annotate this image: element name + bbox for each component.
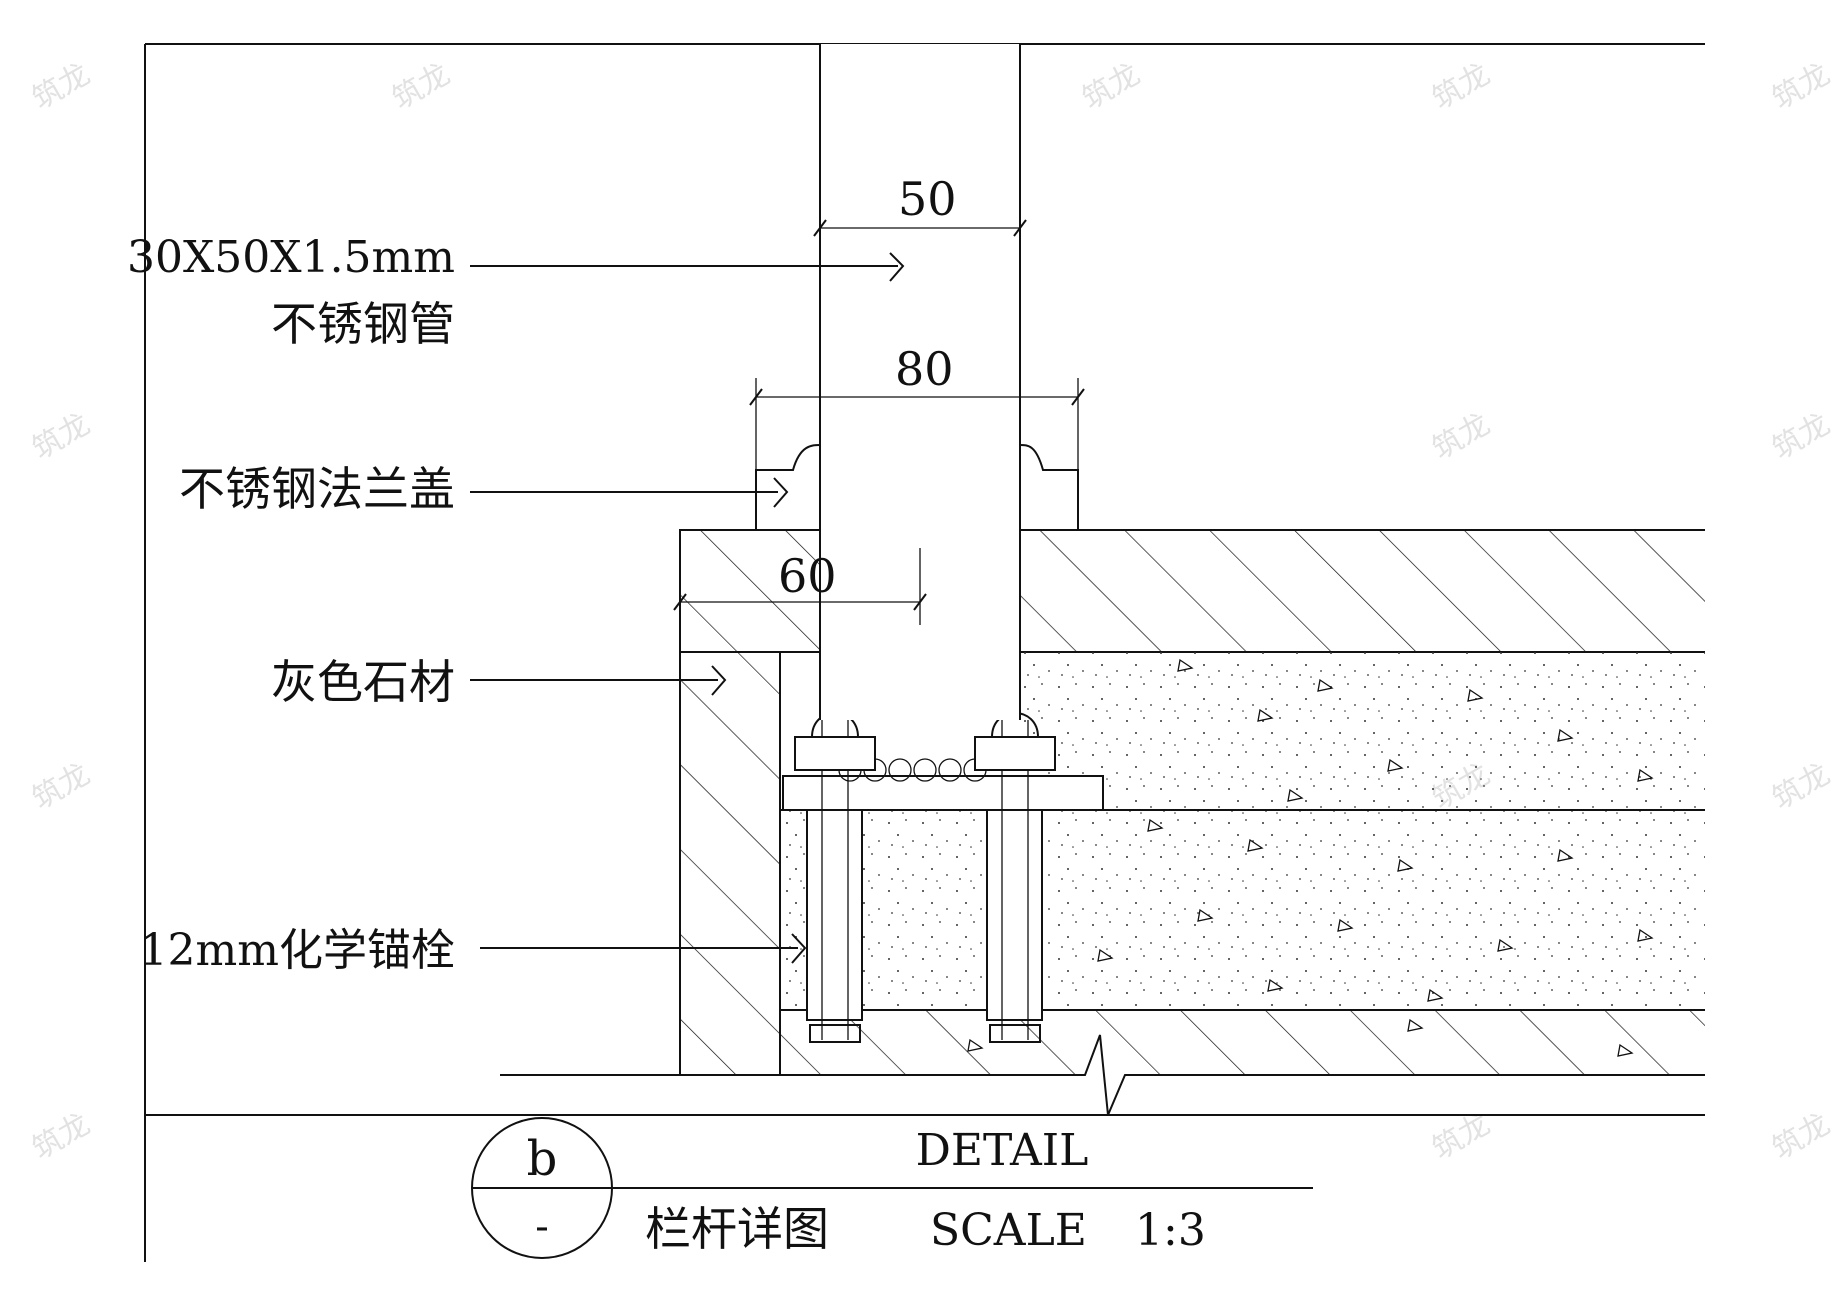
chemical-anchor-bolts [794, 712, 1056, 1043]
watermark: 筑龙 [1767, 57, 1836, 117]
detail-mark: b [527, 1131, 558, 1187]
drawing-name: 栏杆详图 [645, 1202, 829, 1256]
dimension-80-text: 80 [895, 342, 954, 396]
callout-labels: 30X50X1.5mm 不锈钢管 不锈钢法兰盖 灰色石材 12mm化学锚栓 [127, 232, 455, 976]
dimension-80: 80 [749, 342, 1085, 470]
watermark: 筑龙 [27, 757, 96, 817]
dimension-60: 60 [673, 548, 927, 625]
watermark: 筑龙 [1767, 407, 1836, 467]
dimension-60-text: 60 [778, 549, 837, 603]
watermark: 筑龙 [1767, 1107, 1836, 1167]
watermark: 筑龙 [387, 57, 456, 117]
watermark: 筑龙 [1077, 57, 1146, 117]
scale-value: 1:3 [1135, 1205, 1206, 1256]
detail-title: DETAIL [916, 1125, 1089, 1176]
watermark: 筑龙 [1427, 57, 1496, 117]
leaders [470, 252, 905, 964]
scale-label: SCALE [930, 1205, 1087, 1256]
watermark: 筑龙 [1767, 757, 1836, 817]
anchor-bolt-left [794, 712, 876, 1043]
dimension-50-text: 50 [898, 172, 957, 226]
flange-cover [755, 444, 1079, 530]
anchor-bolt-right [974, 712, 1056, 1043]
base-plate [782, 758, 1104, 811]
label-tube-spec: 30X50X1.5mm [127, 232, 455, 283]
watermark: 筑龙 [27, 1107, 96, 1167]
label-flange: 不锈钢法兰盖 [179, 462, 455, 516]
watermark: 筑龙 [27, 57, 96, 117]
sheet-mark: - [535, 1204, 549, 1250]
title-block: b - DETAIL 栏杆详图 SCALE 1:3 [471, 1117, 1313, 1259]
watermark: 筑龙 [1427, 407, 1496, 467]
watermark: 筑龙 [27, 407, 96, 467]
label-stone: 灰色石材 [271, 655, 455, 709]
label-anchor: 12mm化学锚栓 [140, 925, 455, 976]
dimension-50: 50 [813, 172, 1027, 237]
label-tube-name: 不锈钢管 [271, 297, 455, 351]
